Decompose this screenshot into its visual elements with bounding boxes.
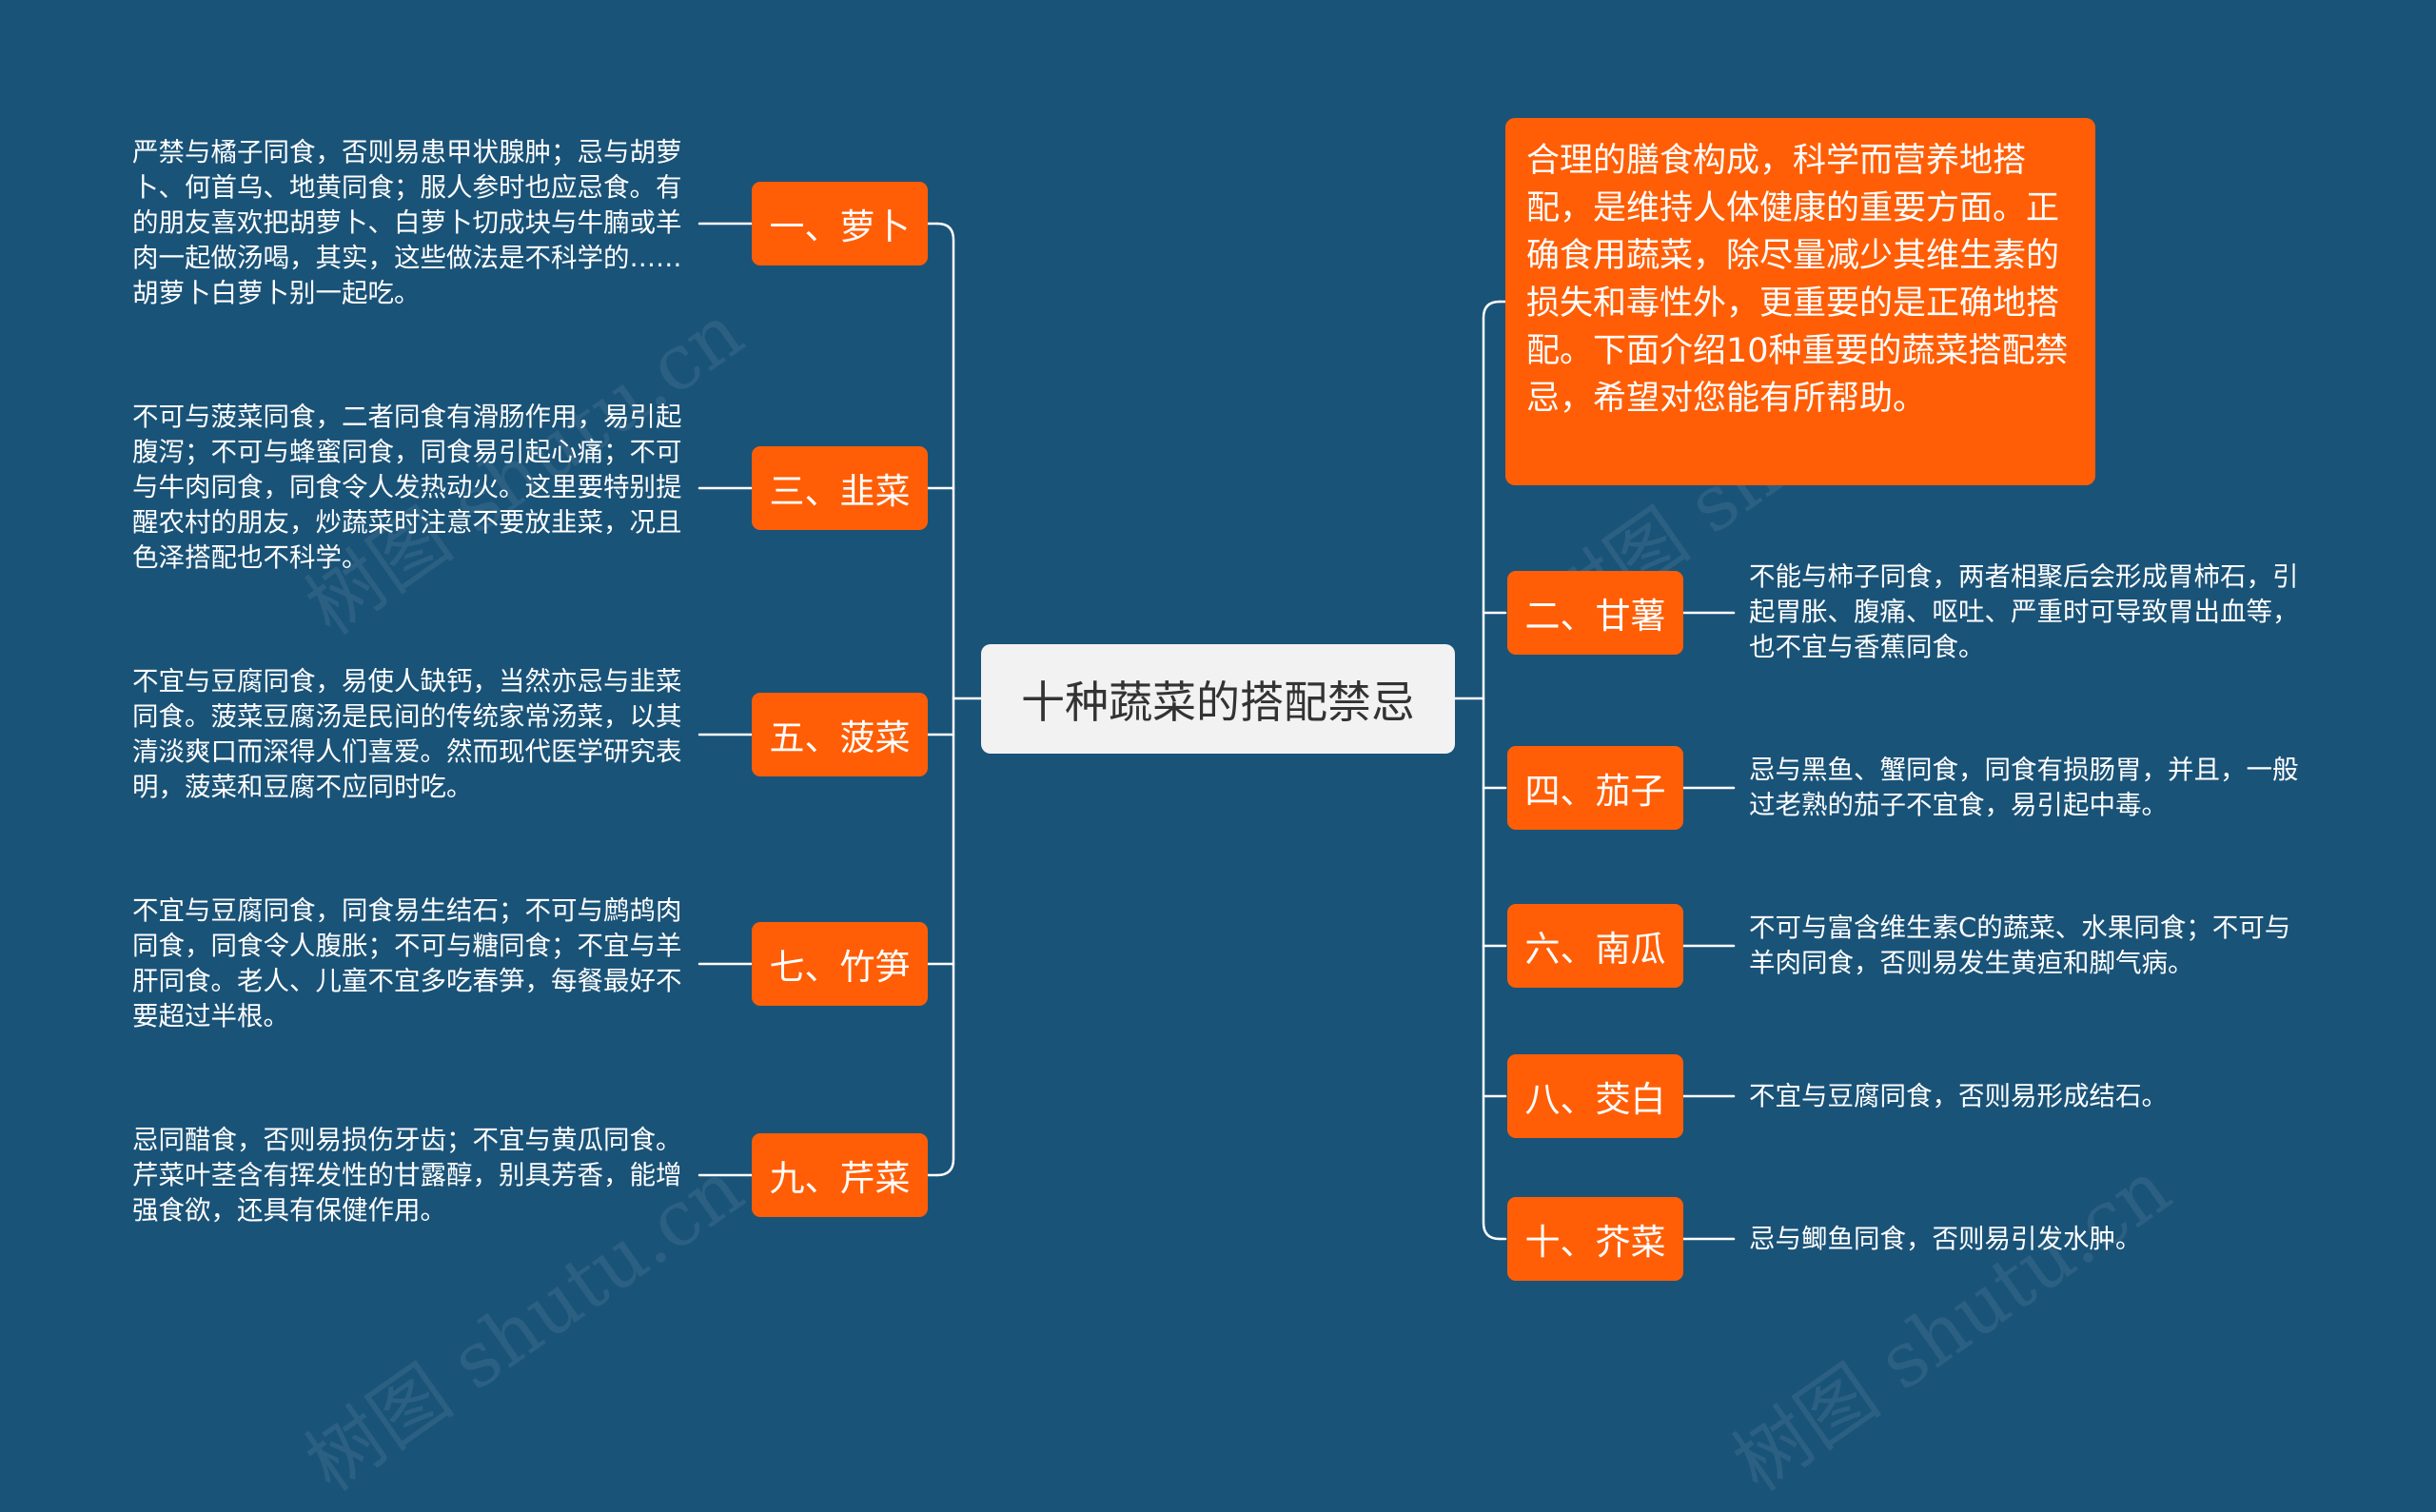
- connector-left-trunk: [935, 222, 955, 1177]
- topic-node-ganshu[interactable]: 二、甘薯: [1507, 571, 1683, 655]
- topic-node-jiaobai[interactable]: 八、茭白: [1507, 1054, 1683, 1138]
- topic-node-qiezi[interactable]: 四、茄子: [1507, 746, 1683, 830]
- desc-luobo: 严禁与橘子同食，否则易患甲状腺肿；忌与胡萝卜、何首乌、地黄同食；服人参时也应忌食…: [132, 137, 682, 308]
- topic-node-zhusun[interactable]: 七、竹笋: [752, 922, 928, 1006]
- desc-ganshu: 不能与柿子同食，两者相聚后会形成胃柿石，引起胃胀、腹痛、呕吐、严重时可导致胃出血…: [1749, 561, 2299, 662]
- desc-nangua: 不可与富含维生素C的蔬菜、水果同食；不可与羊肉同食，否则易发生黄疸和脚气病。: [1749, 913, 2291, 978]
- desc-qincai: 忌同醋食，否则易损伤牙齿；不宜与黄瓜同食。芹菜叶茎含有挥发性的甘露醇，别具芳香，…: [132, 1125, 682, 1226]
- topic-node-jiucai[interactable]: 三、韭菜: [752, 446, 928, 530]
- topic-node-jiecai[interactable]: 十、芥菜: [1507, 1197, 1683, 1281]
- connector-right-trunk: [1482, 300, 1502, 1241]
- desc-jiecai: 忌与鲫鱼同食，否则易引发水肿。: [1749, 1224, 2142, 1254]
- desc-bocai: 不宜与豆腐同食，易使人缺钙，当然亦忌与韭菜同食。菠菜豆腐汤是民间的传统家常汤菜，…: [132, 666, 682, 802]
- central-topic[interactable]: 十种蔬菜的搭配禁忌: [981, 644, 1455, 754]
- intro-node[interactable]: 合理的膳食构成，科学而营养地搭配，是维持人体健康的重要方面。正确食用蔬菜，除尽量…: [1505, 118, 2095, 485]
- desc-zhusun: 不宜与豆腐同食，同食易生结石；不可与鹧鸪肉同食，同食令人腹胀；不可与糖同食；不宜…: [132, 895, 682, 1031]
- desc-jiaobai: 不宜与豆腐同食，否则易形成结石。: [1749, 1081, 2168, 1111]
- connector-lines: [697, 222, 1736, 1241]
- topic-node-qincai[interactable]: 九、芹菜: [752, 1133, 928, 1217]
- desc-jiucai: 不可与菠菜同食，二者同食有滑肠作用，易引起腹泻；不可与蜂蜜同食，同食易引起心痛；…: [132, 402, 682, 573]
- topic-node-bocai[interactable]: 五、菠菜: [752, 693, 928, 776]
- desc-qiezi: 忌与黑鱼、蟹同食，同食有损肠胃，并且，一般过老熟的茄子不宜食，易引起中毒。: [1749, 755, 2299, 820]
- topic-node-luobo[interactable]: 一、萝卜: [752, 182, 928, 265]
- topic-node-nangua[interactable]: 六、南瓜: [1507, 904, 1683, 988]
